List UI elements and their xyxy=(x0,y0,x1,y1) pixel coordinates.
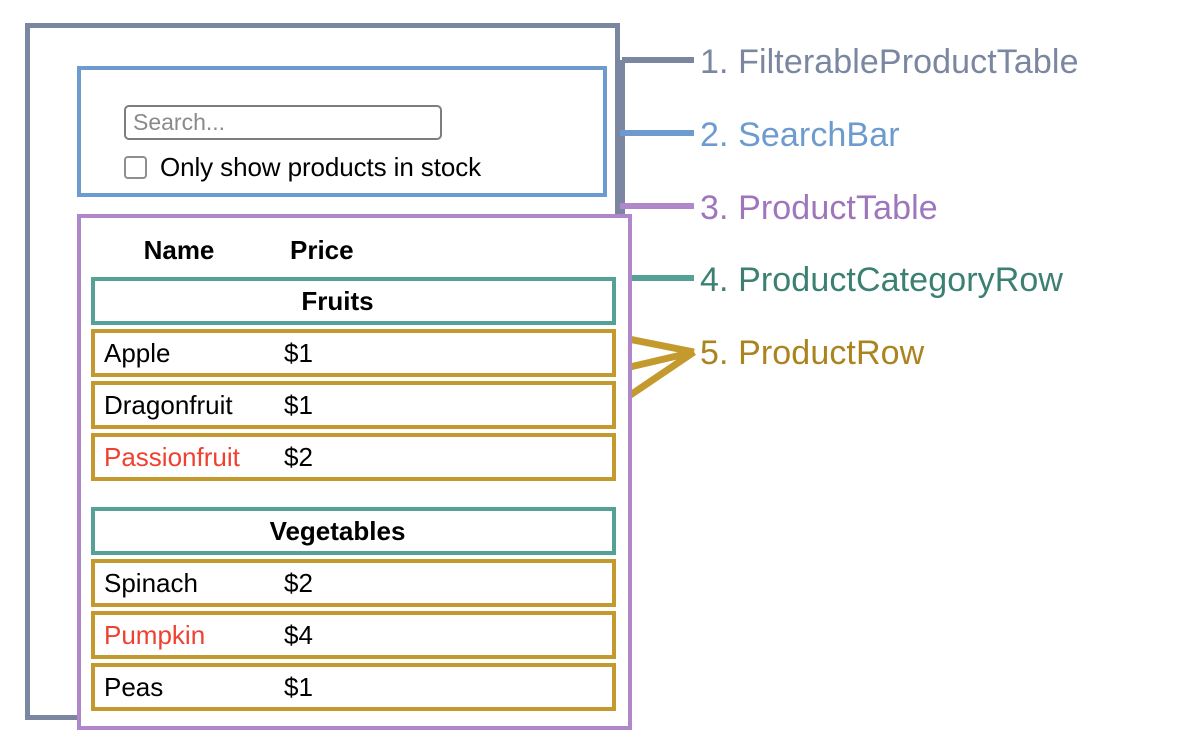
product-row: Spinach $2 xyxy=(91,559,616,607)
product-table: Name Price Fruits Apple $1 Dragonfruit $… xyxy=(77,214,632,730)
checkbox-icon[interactable] xyxy=(124,156,147,179)
product-price: $1 xyxy=(284,671,313,702)
product-category-row: Fruits xyxy=(91,277,616,325)
section-spacer xyxy=(91,485,616,507)
product-price: $2 xyxy=(284,441,313,472)
in-stock-filter-label: Only show products in stock xyxy=(160,152,481,182)
product-row: Passionfruit $2 xyxy=(91,433,616,481)
product-table-inner: Name Price Fruits Apple $1 Dragonfruit $… xyxy=(91,224,616,715)
product-row: Pumpkin $4 xyxy=(91,611,616,659)
product-name: Pumpkin xyxy=(104,619,206,650)
in-stock-filter[interactable]: Only show products in stock xyxy=(124,152,481,183)
product-category-row: Vegetables xyxy=(91,507,616,555)
filterable-product-table: Only show products in stock Name Price F… xyxy=(25,23,632,730)
product-row: Apple $1 xyxy=(91,329,616,377)
legend-item-product-table: 3. ProductTable xyxy=(700,189,938,227)
product-name: Dragonfruit xyxy=(104,389,233,420)
product-row: Peas $1 xyxy=(91,663,616,711)
product-name: Apple xyxy=(104,337,171,368)
legend-item-product-row: 5. ProductRow xyxy=(700,334,925,372)
legend-item-search-bar: 2. SearchBar xyxy=(700,116,900,154)
product-category-label: Fruits xyxy=(301,285,374,316)
product-row: Dragonfruit $1 xyxy=(91,381,616,429)
legend-item-product-category-row: 4. ProductCategoryRow xyxy=(700,261,1064,299)
column-header-name: Name xyxy=(143,235,215,265)
product-name: Spinach xyxy=(104,567,198,598)
product-name: Peas xyxy=(104,671,164,702)
search-input[interactable] xyxy=(124,105,442,140)
product-price: $2 xyxy=(284,567,313,598)
product-price: $1 xyxy=(284,337,313,368)
column-header-price: Price xyxy=(290,235,354,265)
table-header-row: Name Price xyxy=(91,224,616,277)
legend-item-filterable-product-table: 1. FilterableProductTable xyxy=(700,43,1079,81)
product-name: Passionfruit xyxy=(104,441,240,472)
product-price: $1 xyxy=(284,389,313,420)
product-category-label: Vegetables xyxy=(269,515,406,546)
search-bar: Only show products in stock xyxy=(77,66,607,197)
product-price: $4 xyxy=(284,619,313,650)
